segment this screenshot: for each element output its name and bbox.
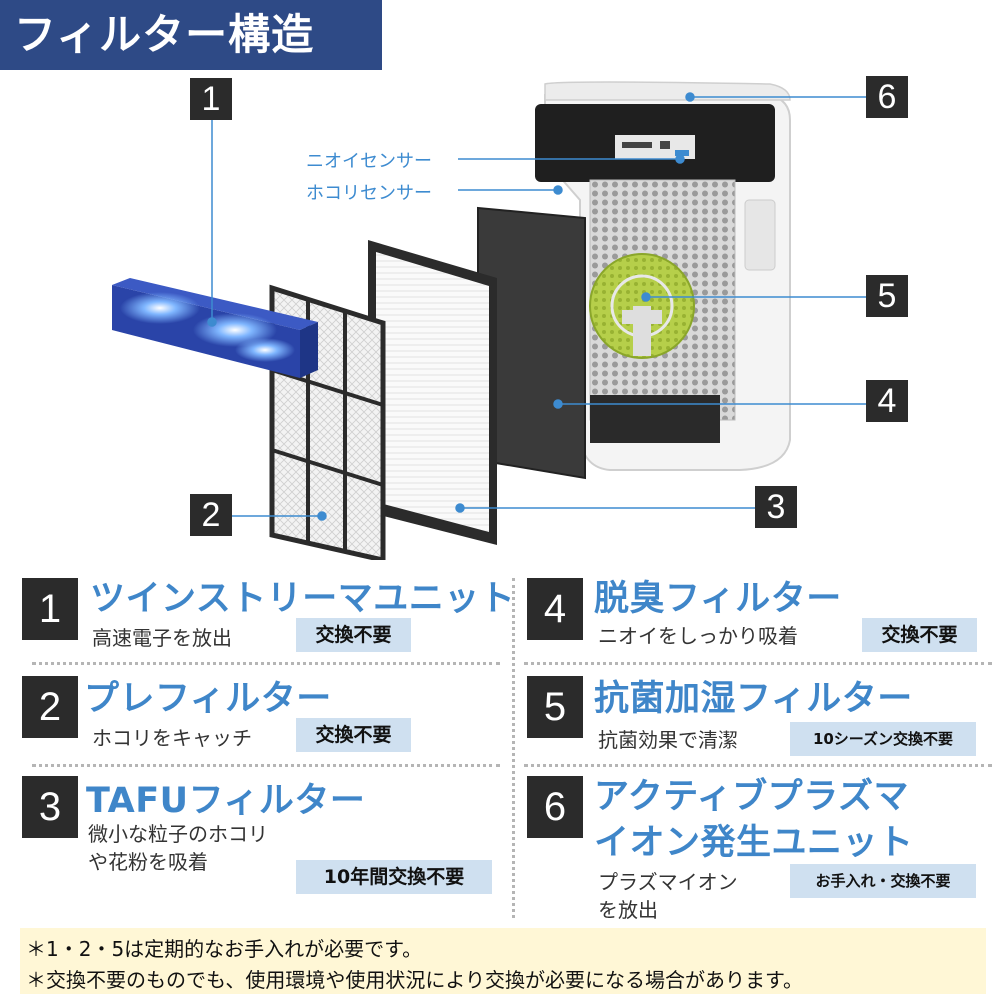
item-desc: を放出 (598, 898, 658, 922)
item-number: 2 (22, 676, 78, 738)
item-desc: ホコリをキャッチ (92, 726, 252, 750)
status-badge: 交換不要 (296, 718, 411, 752)
callout-6: 6 (866, 76, 908, 118)
purifier-body (535, 81, 791, 471)
item-title: プレフィルター (84, 679, 332, 719)
item-title: イオン発生ユニット (594, 823, 914, 863)
tafu-filter (368, 240, 497, 545)
item-number: 3 (22, 776, 78, 838)
item-title: アクティブプラズマ (594, 777, 909, 817)
item-desc: ニオイをしっかり吸着 (598, 624, 798, 648)
item-desc: プラズマイオン (598, 870, 738, 894)
footnote-box: ＊1・2・5は定期的なお手入れが必要です。 ＊交換不要のものでも、使用環境や使用… (20, 928, 986, 994)
item-title: 抗菌加湿フィルター (594, 679, 913, 719)
air-purifier-exploded-illustration (112, 81, 866, 560)
row-divider (524, 662, 992, 665)
footnote-line: ＊交換不要のものでも、使用環境や使用状況により交換が必要になる場合があります。 (26, 968, 803, 992)
status-badge: 10年間交換不要 (296, 860, 492, 894)
streamer-unit (112, 278, 318, 378)
footnote-line: ＊1・2・5は定期的なお手入れが必要です。 (26, 937, 423, 961)
callout-3: 3 (755, 486, 797, 528)
item-desc: 抗菌効果で清潔 (598, 728, 738, 752)
column-divider (512, 578, 515, 918)
odor-sensor-label: ニオイセンサー (306, 151, 432, 172)
callout-1: 1 (190, 78, 232, 120)
row-divider (32, 764, 500, 767)
item-desc: や花粉を吸着 (88, 850, 208, 874)
row-divider (524, 764, 992, 767)
row-divider (32, 662, 500, 665)
item-desc: 高速電子を放出 (92, 626, 232, 650)
callout-5: 5 (866, 275, 908, 317)
status-badge: お手入れ・交換不要 (790, 864, 976, 898)
page-title: フィルター構造 (0, 0, 382, 70)
item-title: 脱臭フィルター (594, 579, 842, 619)
item-number: 4 (527, 578, 583, 640)
callout-2: 2 (190, 494, 232, 536)
item-desc: 微小な粒子のホコリ (88, 822, 268, 846)
item-number: 6 (527, 776, 583, 838)
item-number: 1 (22, 578, 78, 640)
status-badge: 交換不要 (862, 618, 977, 652)
leader-lines (207, 92, 866, 521)
item-number: 5 (527, 676, 583, 738)
status-badge: 交換不要 (296, 618, 411, 652)
callout-4: 4 (866, 380, 908, 422)
item-title: ツインストリーマユニット (90, 579, 516, 619)
status-badge: 10シーズン交換不要 (790, 722, 976, 756)
dust-sensor-label: ホコリセンサー (306, 183, 432, 204)
item-title: TAFUフィルター (86, 781, 366, 821)
